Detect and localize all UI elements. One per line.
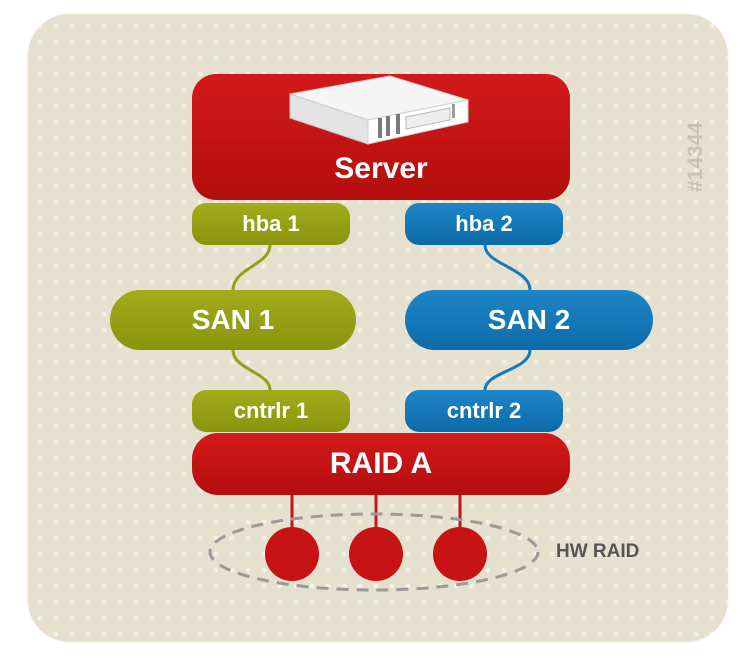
connector-hba2-san2 <box>483 244 532 291</box>
hw-raid-label: HW RAID <box>556 541 640 562</box>
controller-1-label: cntrlr 1 <box>233 398 309 423</box>
controller-2-label: cntrlr 2 <box>446 398 522 423</box>
san-1-label: SAN 1 <box>191 304 275 335</box>
hba-2-label: hba 2 <box>455 211 513 236</box>
controller-2-box: cntrlr 2 <box>405 390 563 432</box>
hw-raid-outline <box>208 512 540 592</box>
hba-1-label: hba 1 <box>242 211 300 236</box>
connector-hba1-san1 <box>231 244 272 291</box>
raid-a-label: RAID A <box>329 447 433 480</box>
connector-san2-ctl2 <box>483 349 532 391</box>
disk-2 <box>349 527 403 581</box>
san-1-box: SAN 1 <box>110 290 356 350</box>
disk-3 <box>433 527 487 581</box>
san-2-box: SAN 2 <box>405 290 653 350</box>
hba-1-box: hba 1 <box>192 203 350 245</box>
hba-2-box: hba 2 <box>405 203 563 245</box>
server-label: Server <box>334 152 428 185</box>
san-2-label: SAN 2 <box>487 304 571 335</box>
figure-id-watermark: #14344 <box>684 121 707 192</box>
raid-a-box: RAID A <box>192 433 570 495</box>
controller-1-box: cntrlr 1 <box>192 390 350 432</box>
disk-1 <box>265 527 319 581</box>
connector-san1-ctl1 <box>231 349 272 391</box>
